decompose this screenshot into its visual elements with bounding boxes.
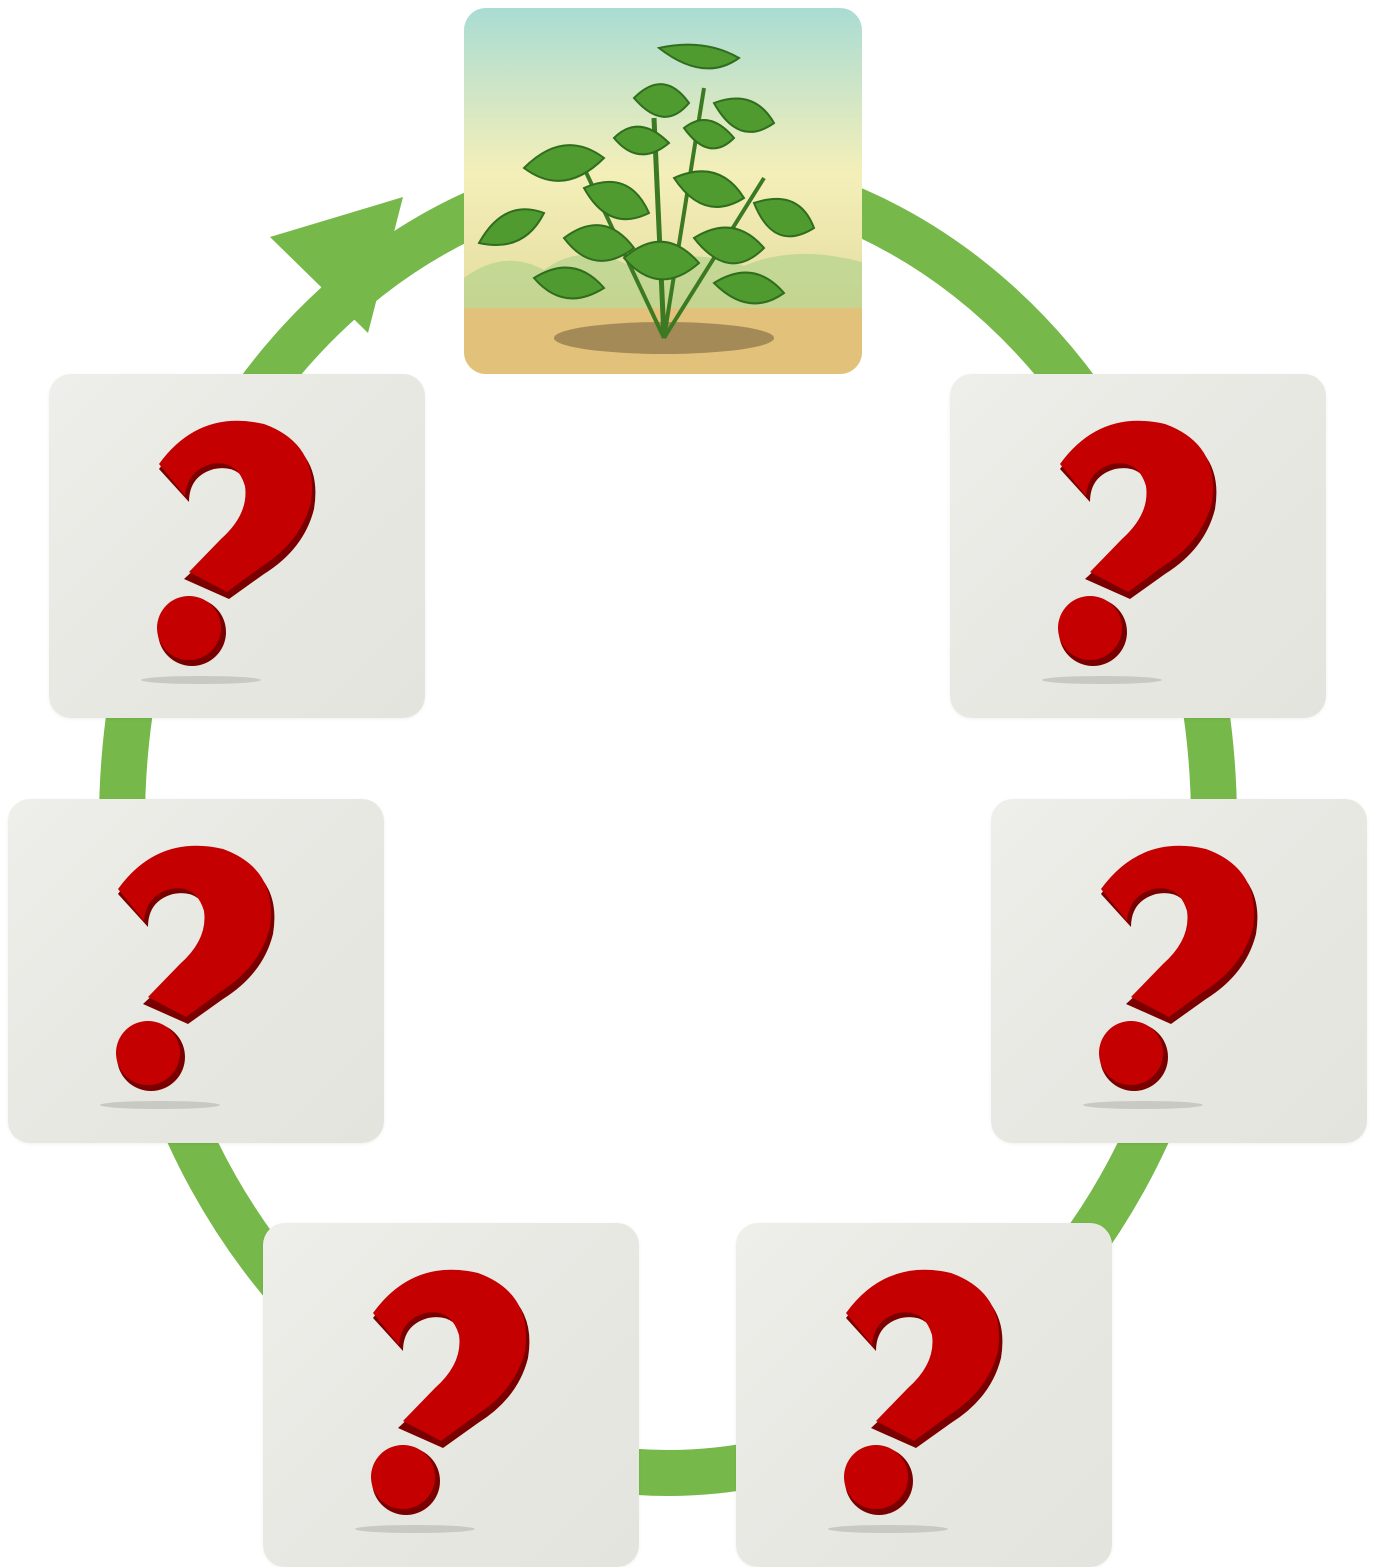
plant-illustration (464, 8, 862, 374)
question-mark-icon (1042, 420, 1217, 684)
question-mark-icon (141, 420, 316, 684)
plant-stage-card (464, 8, 862, 374)
stage-6-card (8, 799, 384, 1143)
stage-5-card (263, 1223, 639, 1567)
stage-7-card (49, 374, 425, 718)
stage-4-card (736, 1223, 1112, 1567)
question-mark-icon (828, 1269, 1003, 1533)
question-mark-icon (1083, 845, 1258, 1109)
stage-3-card (991, 799, 1367, 1143)
cycle-arrow-icon (270, 197, 403, 333)
stage-2-card (950, 374, 1326, 718)
ring-gap-mask (250, 100, 464, 250)
question-mark-icon (100, 845, 275, 1109)
question-mark-icon (355, 1269, 530, 1533)
